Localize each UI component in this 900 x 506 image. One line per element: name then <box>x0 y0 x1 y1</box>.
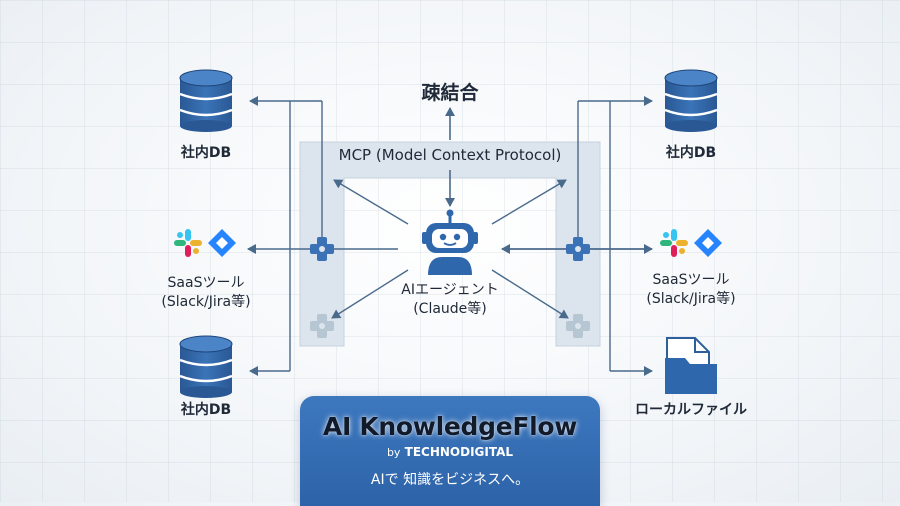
agent-label: AIエージェント (Claude等) <box>380 281 520 319</box>
right-saas-line2: (Slack/Jira等) <box>646 291 736 307</box>
slack-icon <box>174 229 202 257</box>
brand-title: AI KnowledgeFlow <box>322 412 578 441</box>
agent-label-line1: AIエージェント <box>401 282 499 298</box>
loose-coupling-label: 疎結合 <box>421 82 479 104</box>
left-saas-label: SaaSツール (Slack/Jira等) <box>140 274 272 312</box>
connector-icon <box>566 237 590 261</box>
brand-by: by <box>386 446 401 459</box>
connector-icon <box>310 314 334 338</box>
database-icon <box>179 335 233 398</box>
connector-icon <box>566 314 590 338</box>
brand-company: TECHNODIGITAL <box>404 445 514 459</box>
right-saas-label: SaaSツール (Slack/Jira等) <box>625 271 757 309</box>
local-file-label: ローカルファイル <box>635 402 747 418</box>
database-icon <box>664 69 718 132</box>
jira-icon <box>208 229 236 257</box>
right-saas-line1: SaaSツール <box>652 272 730 288</box>
connector-icon <box>310 237 334 261</box>
left-db-top-label: 社内DB <box>180 145 232 161</box>
left-db-bottom-label: 社内DB <box>180 402 232 418</box>
brand-banner: AI KnowledgeFlow by TECHNODIGITAL AIで 知識… <box>300 396 600 506</box>
database-icon <box>179 69 233 132</box>
agent-label-line2: (Claude等) <box>413 301 487 317</box>
brand-byline: by TECHNODIGITAL <box>300 445 600 459</box>
brand-tagline: AIで 知識をビジネスへ。 <box>370 472 530 488</box>
folder-file-icon <box>665 337 717 394</box>
robot-icon <box>422 209 478 275</box>
slack-icon <box>660 229 688 257</box>
jira-icon <box>694 229 722 257</box>
right-db-top-label: 社内DB <box>665 145 717 161</box>
left-saas-line2: (Slack/Jira等) <box>161 294 251 310</box>
mcp-title: MCP (Model Context Protocol) <box>338 146 562 164</box>
left-saas-line1: SaaSツール <box>167 275 245 291</box>
